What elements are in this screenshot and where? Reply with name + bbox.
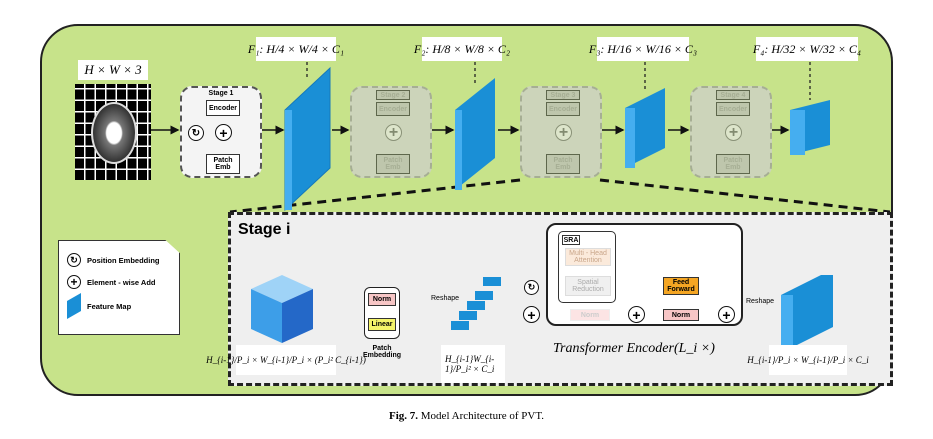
patch-emb-block: Patch Emb [206, 154, 240, 174]
stage-title: Stage 2 [376, 90, 410, 100]
linear-block: Linear [368, 318, 396, 331]
norm-block: Norm [570, 309, 610, 321]
feature-map-f4 [790, 100, 830, 155]
caption-label: Fig. 7. [389, 410, 419, 422]
feature-f2-label: F₂: H/8 × W/8 × C₂ [414, 37, 510, 61]
feature-f3-label: F₃: H/16 × W/16 × C₃ [589, 37, 697, 61]
position-embedding-icon: ↻ [524, 280, 539, 295]
encoder-block: Encoder [716, 102, 750, 116]
feature-map-icon [67, 292, 81, 320]
patch-embedding-block: Norm Linear [364, 287, 400, 339]
sra-block: SRA Multi - Head Attention Spatial Reduc… [558, 231, 616, 303]
spatial-reduction-block: Spatial Reduction [565, 276, 611, 296]
output-feature-map-icon [781, 275, 833, 347]
encoder-block: Encoder [206, 100, 240, 116]
element-add-icon: + [523, 306, 540, 323]
caption-text: Model Architecture of PVT. [420, 410, 544, 422]
transformer-encoder-label: Transformer Encoder(L_i ×) [553, 341, 715, 356]
stage-3[interactable]: Stage 3 Encoder + Patch Emb [520, 86, 602, 178]
stage-title: Stage 1 [208, 90, 234, 97]
element-add-icon: + [385, 124, 402, 141]
stage-1[interactable]: Stage 1 Encoder ↻ + Patch Emb [180, 86, 262, 178]
element-add-icon: + [555, 124, 572, 141]
position-embedding-icon: ↻ [67, 253, 81, 267]
stage-i-detail: Stage i H_{i-1}/P_i × W_{i-1}/P_i × (P_i… [206, 212, 893, 386]
norm-block: Norm [663, 309, 699, 321]
feature-map-f2 [455, 78, 495, 190]
legend: ↻Position Embedding +Element - wise Add … [58, 240, 180, 335]
feature-map-f3 [625, 88, 665, 168]
encoder-block: Encoder [376, 102, 410, 116]
element-add-icon: + [67, 275, 81, 289]
feed-forward-block: Feed Forward [663, 277, 699, 295]
input-image-patches [75, 84, 151, 180]
input-shape-formula: H_{i-1}/P_i × W_{i-1}/P_i × (P_i² C_{i-1… [206, 345, 366, 375]
patch-embedding-label: Patch Embedding [362, 345, 402, 359]
output-shape-formula: H_{i-1}/P_i × W_{i-1}/P_i × C_i [747, 345, 869, 375]
legend-item: Position Embedding [87, 255, 160, 265]
sequence-shape-formula: H_{i-1}W_{i-1}/P_i² × C_i [441, 345, 505, 383]
element-add-icon: + [718, 306, 735, 323]
feature-f4-label: F₄: H/32 × W/32 × C₄ [753, 37, 861, 61]
stage-4[interactable]: Stage 4 Encoder + Patch Emb [690, 86, 772, 178]
norm-block: Norm [368, 293, 396, 306]
stage-2[interactable]: Stage 2 Encoder + Patch Emb [350, 86, 432, 178]
input-cube-icon [251, 275, 313, 343]
feature-f1-label: F₁: H/4 × W/4 × C₁ [248, 37, 344, 61]
stage-title: Stage 4 [716, 90, 750, 100]
transformer-encoder-block: SRA Multi - Head Attention Spatial Reduc… [546, 223, 743, 326]
element-add-icon: + [628, 306, 645, 323]
element-add-icon: + [725, 124, 742, 141]
legend-item: Element - wise Add [87, 277, 156, 287]
multi-head-attention-block: Multi - Head Attention [565, 248, 611, 266]
reshape-label: Reshape [746, 298, 775, 305]
input-shape-label: H × W × 3 [78, 60, 148, 80]
patch-emb-block: Patch Emb [716, 154, 750, 174]
token-sequence-icon [451, 277, 501, 330]
feature-map-f1 [284, 66, 331, 212]
element-add-icon: + [215, 124, 232, 141]
stage-i-title: Stage i [238, 221, 291, 238]
reshape-label: Reshape [431, 295, 460, 302]
patch-emb-block: Patch Emb [546, 154, 580, 174]
legend-item: Feature Map [87, 301, 132, 311]
patch-emb-block: Patch Emb [376, 154, 410, 174]
position-embedding-icon: ↻ [188, 125, 204, 141]
figure-caption: Fig. 7. Model Architecture of PVT. [0, 410, 933, 422]
stage-title: Stage 3 [546, 90, 580, 100]
encoder-block: Encoder [546, 102, 580, 116]
sra-label: SRA [562, 235, 580, 245]
